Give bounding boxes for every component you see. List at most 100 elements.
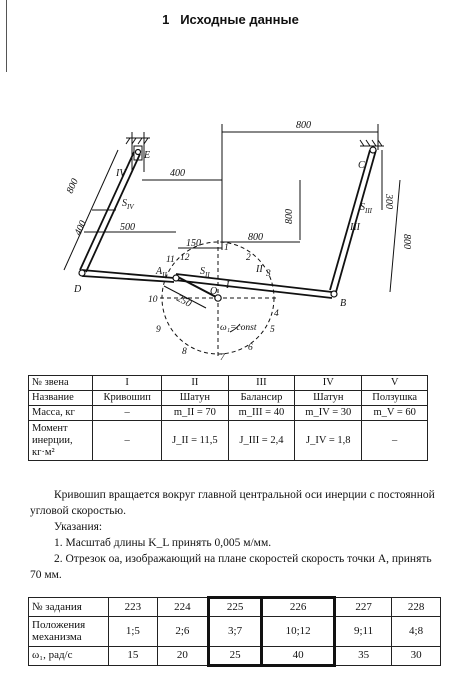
- label-S3: SIII: [360, 202, 373, 215]
- links-inertia-row: Момент инерции, кг·м² – J_II = 11,5 J_II…: [27, 420, 428, 462]
- position-5: 5: [270, 325, 275, 335]
- position-7: 7: [220, 353, 226, 363]
- table-cell: Шатун: [161, 390, 229, 407]
- table-cell: № задания: [28, 597, 109, 617]
- position-1: 1: [224, 243, 229, 253]
- roman-IV: IV: [115, 168, 127, 179]
- position-6: 6: [248, 343, 253, 353]
- table-cell: J_IV = 1,8: [294, 420, 363, 462]
- paragraph-instruction-1: 1. Масштаб длины K_L принять 0,005 м/мм.: [54, 537, 272, 549]
- paragraph-instruction-2: 2. Отрезок oa, изображающий на плане ско…: [30, 553, 432, 581]
- table-cell: J_II = 11,5: [161, 420, 229, 462]
- table-cell-highlighted: 226: [260, 596, 337, 617]
- links-header-row: № звена I II III IV V: [27, 374, 428, 392]
- dim-800-vertical: 800: [284, 209, 295, 224]
- table-cell: –: [92, 405, 163, 422]
- table-cell: 227: [334, 597, 393, 617]
- dim-800-top: 800: [296, 120, 311, 131]
- table-cell: m_IV = 30: [294, 405, 363, 422]
- table-cell: Положения механизма: [28, 615, 109, 647]
- table-cell: m_II = 70: [161, 405, 229, 422]
- table-cell: II: [161, 374, 229, 392]
- roman-I: I: [225, 280, 230, 291]
- table-cell: J_III = 2,4: [227, 420, 296, 462]
- tasks-omega-row: ω₁, рад/с 15 20 25 40 35 30: [28, 645, 441, 667]
- point-B: B: [340, 298, 346, 309]
- position-11: 11: [166, 255, 175, 265]
- table-cell: 20: [156, 645, 209, 666]
- table-cell: 9;11: [334, 615, 393, 647]
- position-3: 3: [265, 269, 271, 279]
- table-cell-highlighted: 3;7: [206, 615, 263, 647]
- table-cell-highlighted: 10;12: [260, 615, 337, 647]
- table-cell: ω₁, рад/с: [28, 645, 109, 666]
- table-cell: 30: [391, 645, 441, 666]
- position-12: 12: [180, 253, 190, 263]
- table-cell: m_III = 40: [227, 405, 296, 422]
- point-E: E: [143, 150, 150, 161]
- tasks-table: № задания 223 224 225 226 227 228 Положе…: [28, 596, 441, 667]
- table-cell: Момент инерции, кг·м²: [27, 420, 94, 462]
- table-cell: № звена: [27, 374, 94, 392]
- table-cell: 4;8: [391, 615, 441, 647]
- table-cell: m_V = 60: [361, 405, 428, 422]
- table-cell: Кривошип: [92, 390, 163, 407]
- page-margin-line: [6, 0, 7, 72]
- table-cell: V: [361, 374, 428, 392]
- dim-400-left: 400: [73, 219, 89, 237]
- table-cell: 223: [108, 597, 158, 617]
- table-cell-highlighted: 225: [206, 596, 263, 617]
- paragraph-instructions-heading: Указания:: [54, 521, 103, 533]
- label-S2: SII: [200, 266, 210, 279]
- table-cell: III: [227, 374, 296, 392]
- omega-label: ω₁=const: [220, 323, 257, 333]
- links-table: № звена I II III IV V Название Кривошип …: [27, 374, 428, 462]
- position-9: 9: [156, 325, 161, 335]
- point-D: D: [73, 284, 82, 295]
- table-cell-highlighted: 40: [260, 645, 337, 667]
- table-cell: 1;5: [108, 615, 158, 647]
- dim-800-mid: 800: [248, 232, 263, 243]
- table-cell: 224: [156, 597, 209, 617]
- dim-800-left: 800: [65, 177, 81, 195]
- paragraph-crank-rotation: Кривошип вращается вокруг главной центра…: [30, 489, 435, 517]
- section-title: Исходные данные: [180, 12, 299, 27]
- table-cell: Масса, кг: [27, 405, 94, 422]
- links-name-row: Название Кривошип Шатун Балансир Шатун П…: [27, 390, 428, 407]
- roman-II: II: [255, 264, 263, 275]
- tasks-number-row: № задания 223 224 225 226 227 228: [28, 596, 441, 617]
- section-number: 1: [162, 12, 170, 27]
- point-A: AII: [155, 266, 167, 279]
- table-cell: Название: [27, 390, 94, 407]
- position-8: 8: [182, 347, 187, 357]
- table-cell: Балансир: [227, 390, 296, 407]
- table-cell-highlighted: 25: [206, 645, 263, 667]
- table-cell: 2;6: [156, 615, 209, 647]
- table-cell: 15: [108, 645, 158, 666]
- point-C: C: [358, 160, 365, 171]
- position-10: 10: [148, 295, 158, 305]
- dim-400-horizontal: 400: [170, 168, 185, 179]
- position-4: 4: [274, 309, 279, 319]
- dim-250: 250: [175, 293, 193, 310]
- label-S4: SIV: [122, 198, 134, 211]
- position-2: 2: [246, 253, 251, 263]
- table-cell: IV: [294, 374, 363, 392]
- roman-III: III: [349, 222, 361, 233]
- table-cell: –: [361, 420, 428, 462]
- tasks-positions-row: Положения механизма 1;5 2;6 3;7 10;12 9;…: [28, 615, 441, 647]
- table-cell: I: [92, 374, 163, 392]
- table-cell: Ползушка: [361, 390, 428, 407]
- table-cell: 228: [391, 597, 441, 617]
- mechanism-diagram: 800 400 E IV SIV 800 400 500 D C SIII II…: [63, 120, 412, 363]
- dim-150: 150: [186, 238, 201, 249]
- section-heading: 1 Исходные данные: [0, 12, 461, 27]
- table-cell: Шатун: [294, 390, 363, 407]
- point-O: O: [210, 286, 217, 297]
- table-cell: 35: [334, 645, 393, 666]
- dim-800-right: 800: [401, 234, 412, 249]
- dim-300-right: 300: [383, 193, 394, 209]
- dim-500: 500: [120, 222, 135, 233]
- links-mass-row: Масса, кг – m_II = 70 m_III = 40 m_IV = …: [27, 405, 428, 422]
- table-cell: –: [92, 420, 163, 462]
